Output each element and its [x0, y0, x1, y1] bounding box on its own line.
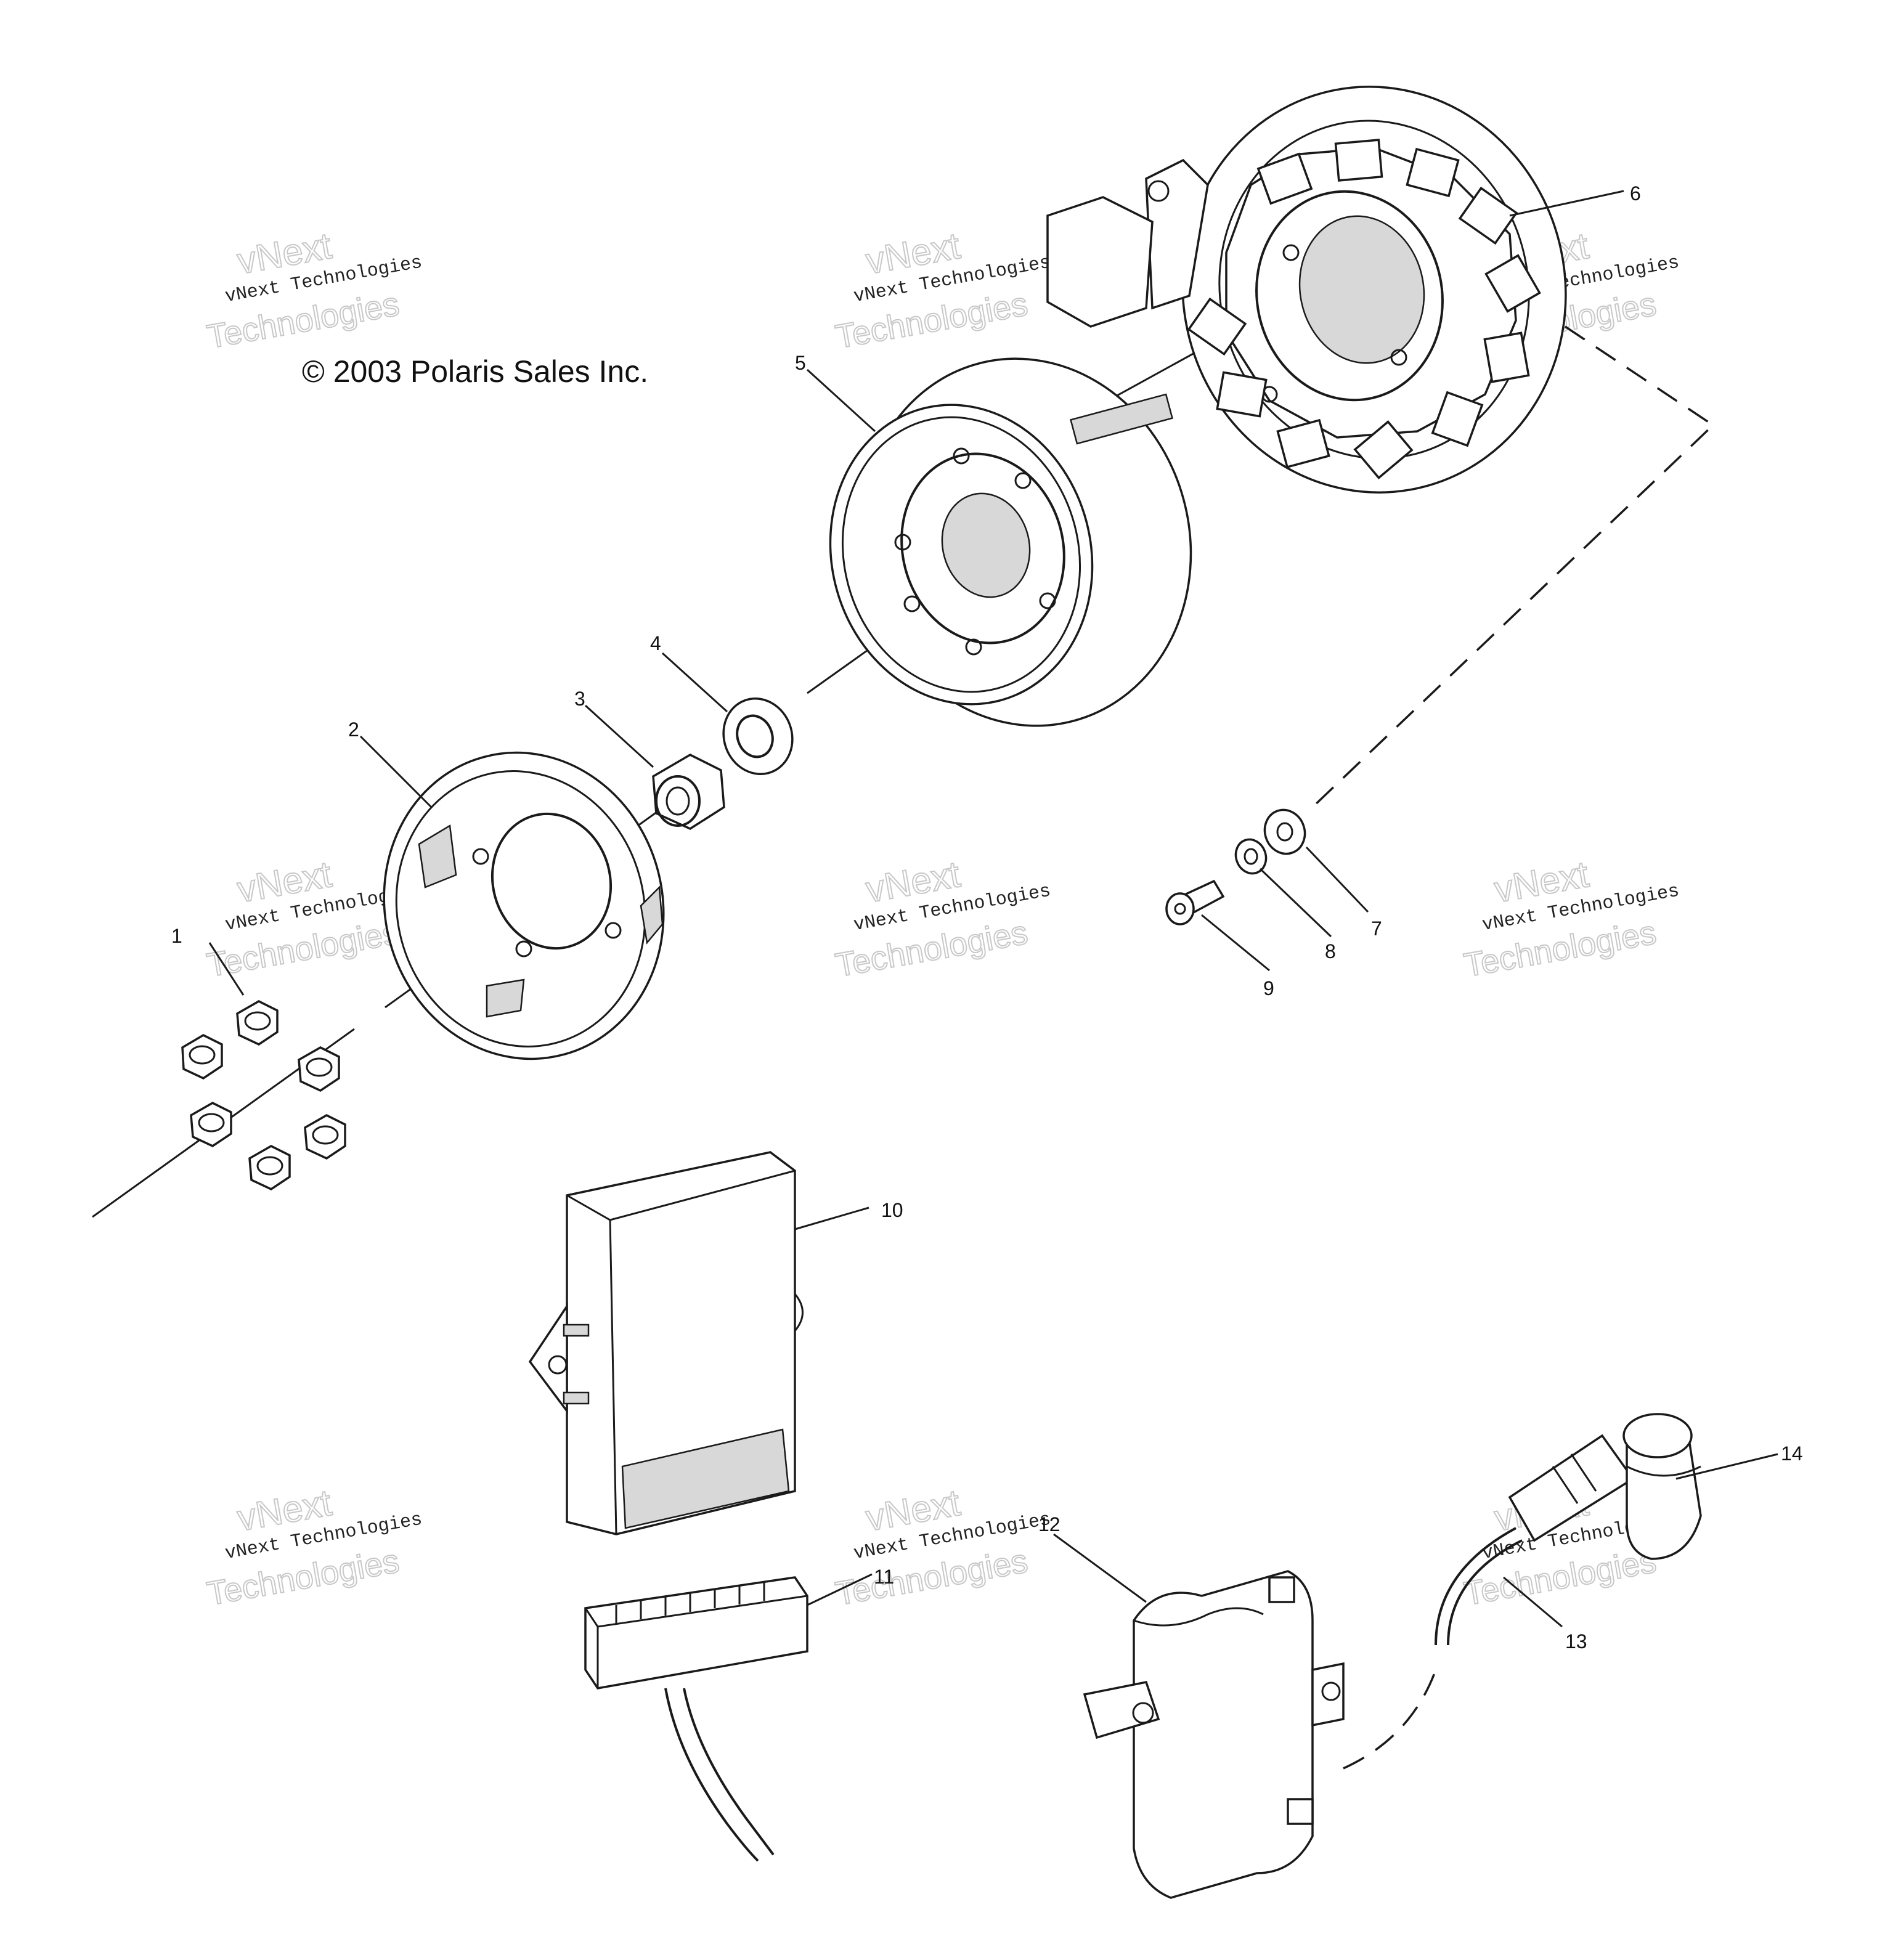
leader-3	[584, 704, 654, 768]
dashed-leader-coil	[1343, 1669, 1437, 1770]
leader-4	[661, 652, 728, 713]
leader-6	[1509, 190, 1624, 217]
watermark-1: vNext vNext Technologies Technologies	[203, 224, 423, 356]
leader-8	[1259, 868, 1332, 938]
callout-3: 3	[574, 688, 585, 710]
stator-lock-washer	[1234, 838, 1268, 875]
callout-1: 1	[171, 925, 182, 947]
watermark-8: vNext vNext Technologies Technologies	[832, 1481, 1052, 1613]
bolt-5	[304, 1114, 346, 1160]
bolt-3	[298, 1046, 340, 1092]
flywheel	[829, 357, 1192, 727]
callout-14: 14	[1781, 1442, 1803, 1465]
callout-10: 10	[881, 1199, 903, 1221]
callout-5: 5	[795, 352, 806, 374]
leader-2	[359, 735, 433, 808]
cdi-module	[528, 1151, 804, 1535]
dashed-leader-stator	[1311, 325, 1715, 808]
callout-4: 4	[650, 632, 661, 654]
spark-plug-cap	[1508, 1413, 1702, 1560]
callout-8: 8	[1325, 940, 1336, 962]
callout-9: 9	[1263, 977, 1274, 999]
watermark-2: vNext vNext Technologies Technologies	[832, 224, 1052, 356]
leader-1	[208, 942, 245, 996]
callout-2: 2	[348, 718, 359, 741]
bolt-2	[236, 1000, 279, 1046]
watermark-6: vNext vNext Technologies Technologies	[1460, 853, 1680, 985]
callout-11: 11	[874, 1566, 894, 1588]
callout-12: 12	[1038, 1513, 1060, 1535]
leader-9	[1201, 914, 1270, 972]
bolt-1	[181, 1034, 223, 1080]
leader-7	[1305, 846, 1369, 913]
leader-14	[1675, 1453, 1778, 1480]
callout-6: 6	[1630, 182, 1641, 205]
cdi-connector	[584, 1576, 808, 1862]
copyright-text: © 2003 Polaris Sales Inc.	[302, 354, 648, 389]
stator-screw	[1165, 879, 1225, 925]
callout-7: 7	[1371, 917, 1382, 940]
flywheel-washer	[722, 697, 794, 775]
bolt-6	[248, 1145, 291, 1191]
leader-12	[1053, 1533, 1147, 1603]
ignition-coil	[1083, 1570, 1345, 1899]
leader-10	[794, 1206, 869, 1230]
plug-wire	[1435, 1527, 1516, 1646]
flywheel-nut	[652, 754, 725, 830]
recoil-hub	[383, 751, 665, 1060]
bolt-4	[190, 1102, 232, 1148]
callout-13: 13	[1565, 1630, 1587, 1653]
stator	[1046, 86, 1567, 494]
watermark-5: vNext vNext Technologies Technologies	[832, 853, 1052, 985]
watermark-7: vNext vNext Technologies Technologies	[203, 1481, 423, 1613]
stator-washer	[1263, 808, 1306, 855]
leader-11	[807, 1573, 873, 1606]
leader-13	[1503, 1576, 1563, 1628]
leader-5	[806, 368, 876, 433]
